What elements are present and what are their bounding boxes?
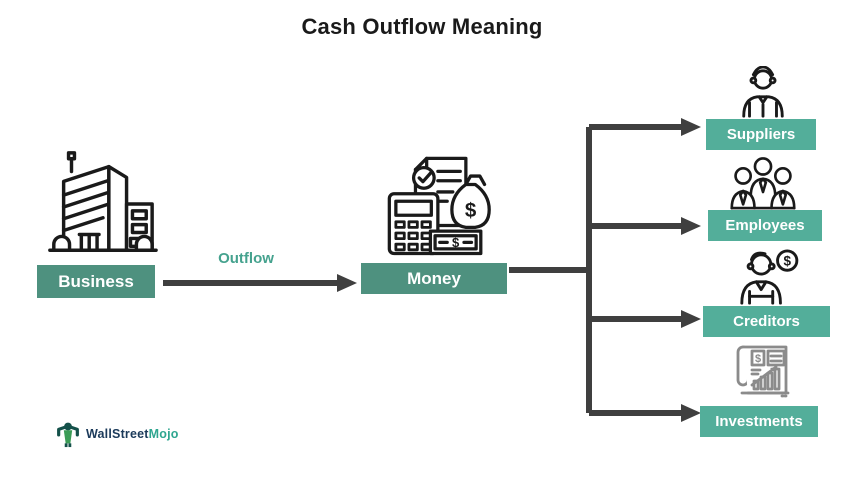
wallstreetmojo-mascot-icon xyxy=(57,422,79,448)
outflow-edge-label: Outflow xyxy=(218,250,274,267)
page-title: Cash Outflow Meaning xyxy=(301,14,543,39)
money-label: Money xyxy=(407,268,461,288)
dollar-glyph: $ xyxy=(755,353,761,365)
logo-text-mojo: Mojo xyxy=(148,427,179,441)
business-box: Business xyxy=(37,265,155,298)
dollar-glyph: $ xyxy=(783,253,791,268)
investments-box: Investments xyxy=(700,406,818,437)
employees-group-icon xyxy=(730,157,796,210)
creditors-box: Creditors xyxy=(703,306,830,337)
creditor-dollar-icon: $ xyxy=(740,249,799,305)
investment-chart-icon: $ xyxy=(736,345,790,398)
logo-wordmark: WallStreetMojo xyxy=(86,427,179,441)
creditors-label: Creditors xyxy=(733,313,800,330)
building-icon xyxy=(48,151,158,252)
investments-label: Investments xyxy=(715,413,803,430)
money-calculator-icon: $ $ xyxy=(387,156,491,256)
suppliers-label: Suppliers xyxy=(726,126,796,143)
money-branch-connectors xyxy=(509,118,701,422)
supplier-person-icon xyxy=(742,66,784,118)
employees-box: Employees xyxy=(708,210,822,241)
dollar-glyph: $ xyxy=(465,199,477,222)
suppliers-box: Suppliers xyxy=(706,119,816,150)
dollar-glyph: $ xyxy=(452,235,460,250)
business-label: Business xyxy=(58,271,134,291)
business-to-money-arrow xyxy=(163,274,357,292)
money-box: Money xyxy=(361,263,507,294)
employees-label: Employees xyxy=(725,217,805,234)
wallstreetmojo-logo: WallStreetMojo xyxy=(54,419,179,449)
logo-text-wallstreet: WallStreet xyxy=(86,427,149,441)
